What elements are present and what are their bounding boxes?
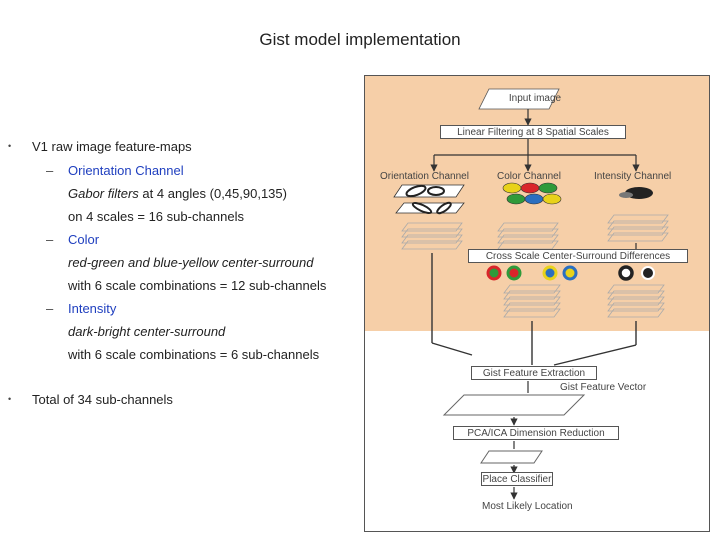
color-line-2: with 6 scale combinations = 12 sub-chann… — [68, 278, 327, 293]
center-surround-circles — [486, 265, 655, 281]
gabor-filters-text: Gabor filters — [68, 186, 139, 201]
color-channel-label: Color Channel — [497, 171, 561, 182]
orientation-angles-text: at 4 angles (0,45,90,135) — [138, 186, 287, 201]
bullet-v1-raw: V1 raw image feature-maps — [32, 139, 192, 154]
most-likely-location-label: Most Likely Location — [482, 501, 573, 512]
intensity-layer-stack — [607, 214, 669, 242]
gist-vector-shape — [442, 394, 586, 416]
color-line-1: red-green and blue-yellow center-surroun… — [68, 255, 314, 270]
color-blob-icons — [502, 182, 562, 205]
orientation-channel-heading: Orientation Channel — [68, 163, 184, 178]
diagram-frame — [364, 75, 710, 532]
reduced-vector-shape — [480, 450, 543, 464]
color-csd-stack — [503, 284, 561, 318]
sub-bullet-dash: – — [46, 301, 54, 316]
input-image-label: Input image — [508, 93, 562, 104]
diagram-graphics — [364, 75, 710, 532]
intensity-line-2: with 6 scale combinations = 6 sub-channe… — [68, 347, 320, 362]
gist-model-diagram: Input image Linear Filtering at 8 Spatia… — [364, 75, 710, 532]
gist-feature-vector-label: Gist Feature Vector — [560, 382, 647, 393]
orientation-line-2: on 4 scales = 16 sub-channels — [68, 209, 244, 224]
orientation-channel-label: Orientation Channel — [380, 171, 469, 182]
intensity-channel-label: Intensity Channel — [594, 171, 672, 182]
intensity-heading: Intensity — [68, 301, 117, 316]
slide-title: Gist model implementation — [259, 30, 461, 49]
bullet-dot: • — [8, 394, 12, 404]
linear-filtering-box: Linear Filtering at 8 Spatial Scales — [440, 125, 626, 139]
input-image-shape — [478, 88, 560, 110]
intensity-blob-icon — [619, 187, 653, 199]
gist-feature-extraction-box: Gist Feature Extraction — [471, 366, 597, 380]
orientation-line-1: Gabor filters at 4 angles (0,45,90,135) — [68, 186, 287, 201]
gabor-filter-icons — [393, 184, 465, 215]
bullet-dot: • — [8, 141, 12, 151]
color-heading: Color — [68, 232, 100, 247]
intensity-csd-stack — [607, 284, 665, 318]
cross-scale-box: Cross Scale Center-Surround Differences — [468, 249, 688, 263]
place-classifier-box: Place Classifier — [481, 472, 553, 486]
sub-bullet-dash: – — [46, 163, 54, 178]
sub-bullet-dash: – — [46, 232, 54, 247]
orientation-layer-stack — [401, 222, 463, 250]
pca-ica-box: PCA/ICA Dimension Reduction — [453, 426, 619, 440]
bullet-total: Total of 34 sub-channels — [32, 392, 173, 407]
intensity-line-1: dark-bright center-surround — [68, 324, 226, 339]
